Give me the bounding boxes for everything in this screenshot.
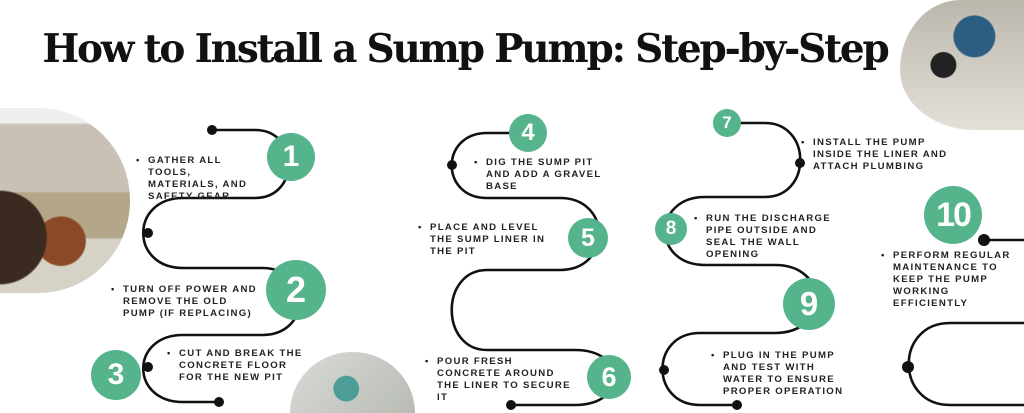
step-text-9: Plug in the pump and test with water to … [711,350,848,398]
step-number-6: 6 [587,355,631,399]
step-text-8: Run the discharge pipe outside and seal … [694,213,836,261]
path-dot [978,234,990,246]
path-dot [732,400,742,410]
step-text-2: Turn off power and remove the old pump (… [111,284,263,320]
path-dot [795,158,805,168]
path-dot [902,361,914,373]
step-text-5: Place and level the sump liner in the pi… [418,222,555,258]
step-text-1: Gather all tools, materials, and safety … [136,155,263,203]
path-dot [447,160,457,170]
step-text-6: Pour fresh concrete around the liner to … [425,356,577,404]
path-dot [214,397,224,407]
step-number-5: 5 [568,218,608,258]
step-text-10: Perform regular maintenance to keep the … [881,250,1018,310]
path-column-3 [661,121,818,407]
path-column-1 [141,128,301,404]
pump-system-photo [900,0,1024,130]
step-number-4: 4 [509,114,547,152]
path-dot [659,365,669,375]
page-title: How to Install a Sump Pump: Step-by-Step [42,26,889,72]
step-text-4: Dig the sump pit and add a gravel base [474,157,616,193]
step-number-3: 3 [91,350,141,400]
step-number-1: 1 [267,133,315,181]
step-text-7: Install the pump inside the liner and at… [801,137,958,173]
step-text-3: Cut and break the concrete floor for the… [167,348,314,384]
path-dot [207,125,217,135]
step-number-10: 10 [924,186,982,244]
step-number-2: 2 [266,260,326,320]
step-number-8: 8 [655,213,687,245]
step-number-9: 9 [783,278,835,330]
path-dot [143,228,153,238]
path-dot [143,362,153,372]
step-number-7: 7 [713,109,741,137]
